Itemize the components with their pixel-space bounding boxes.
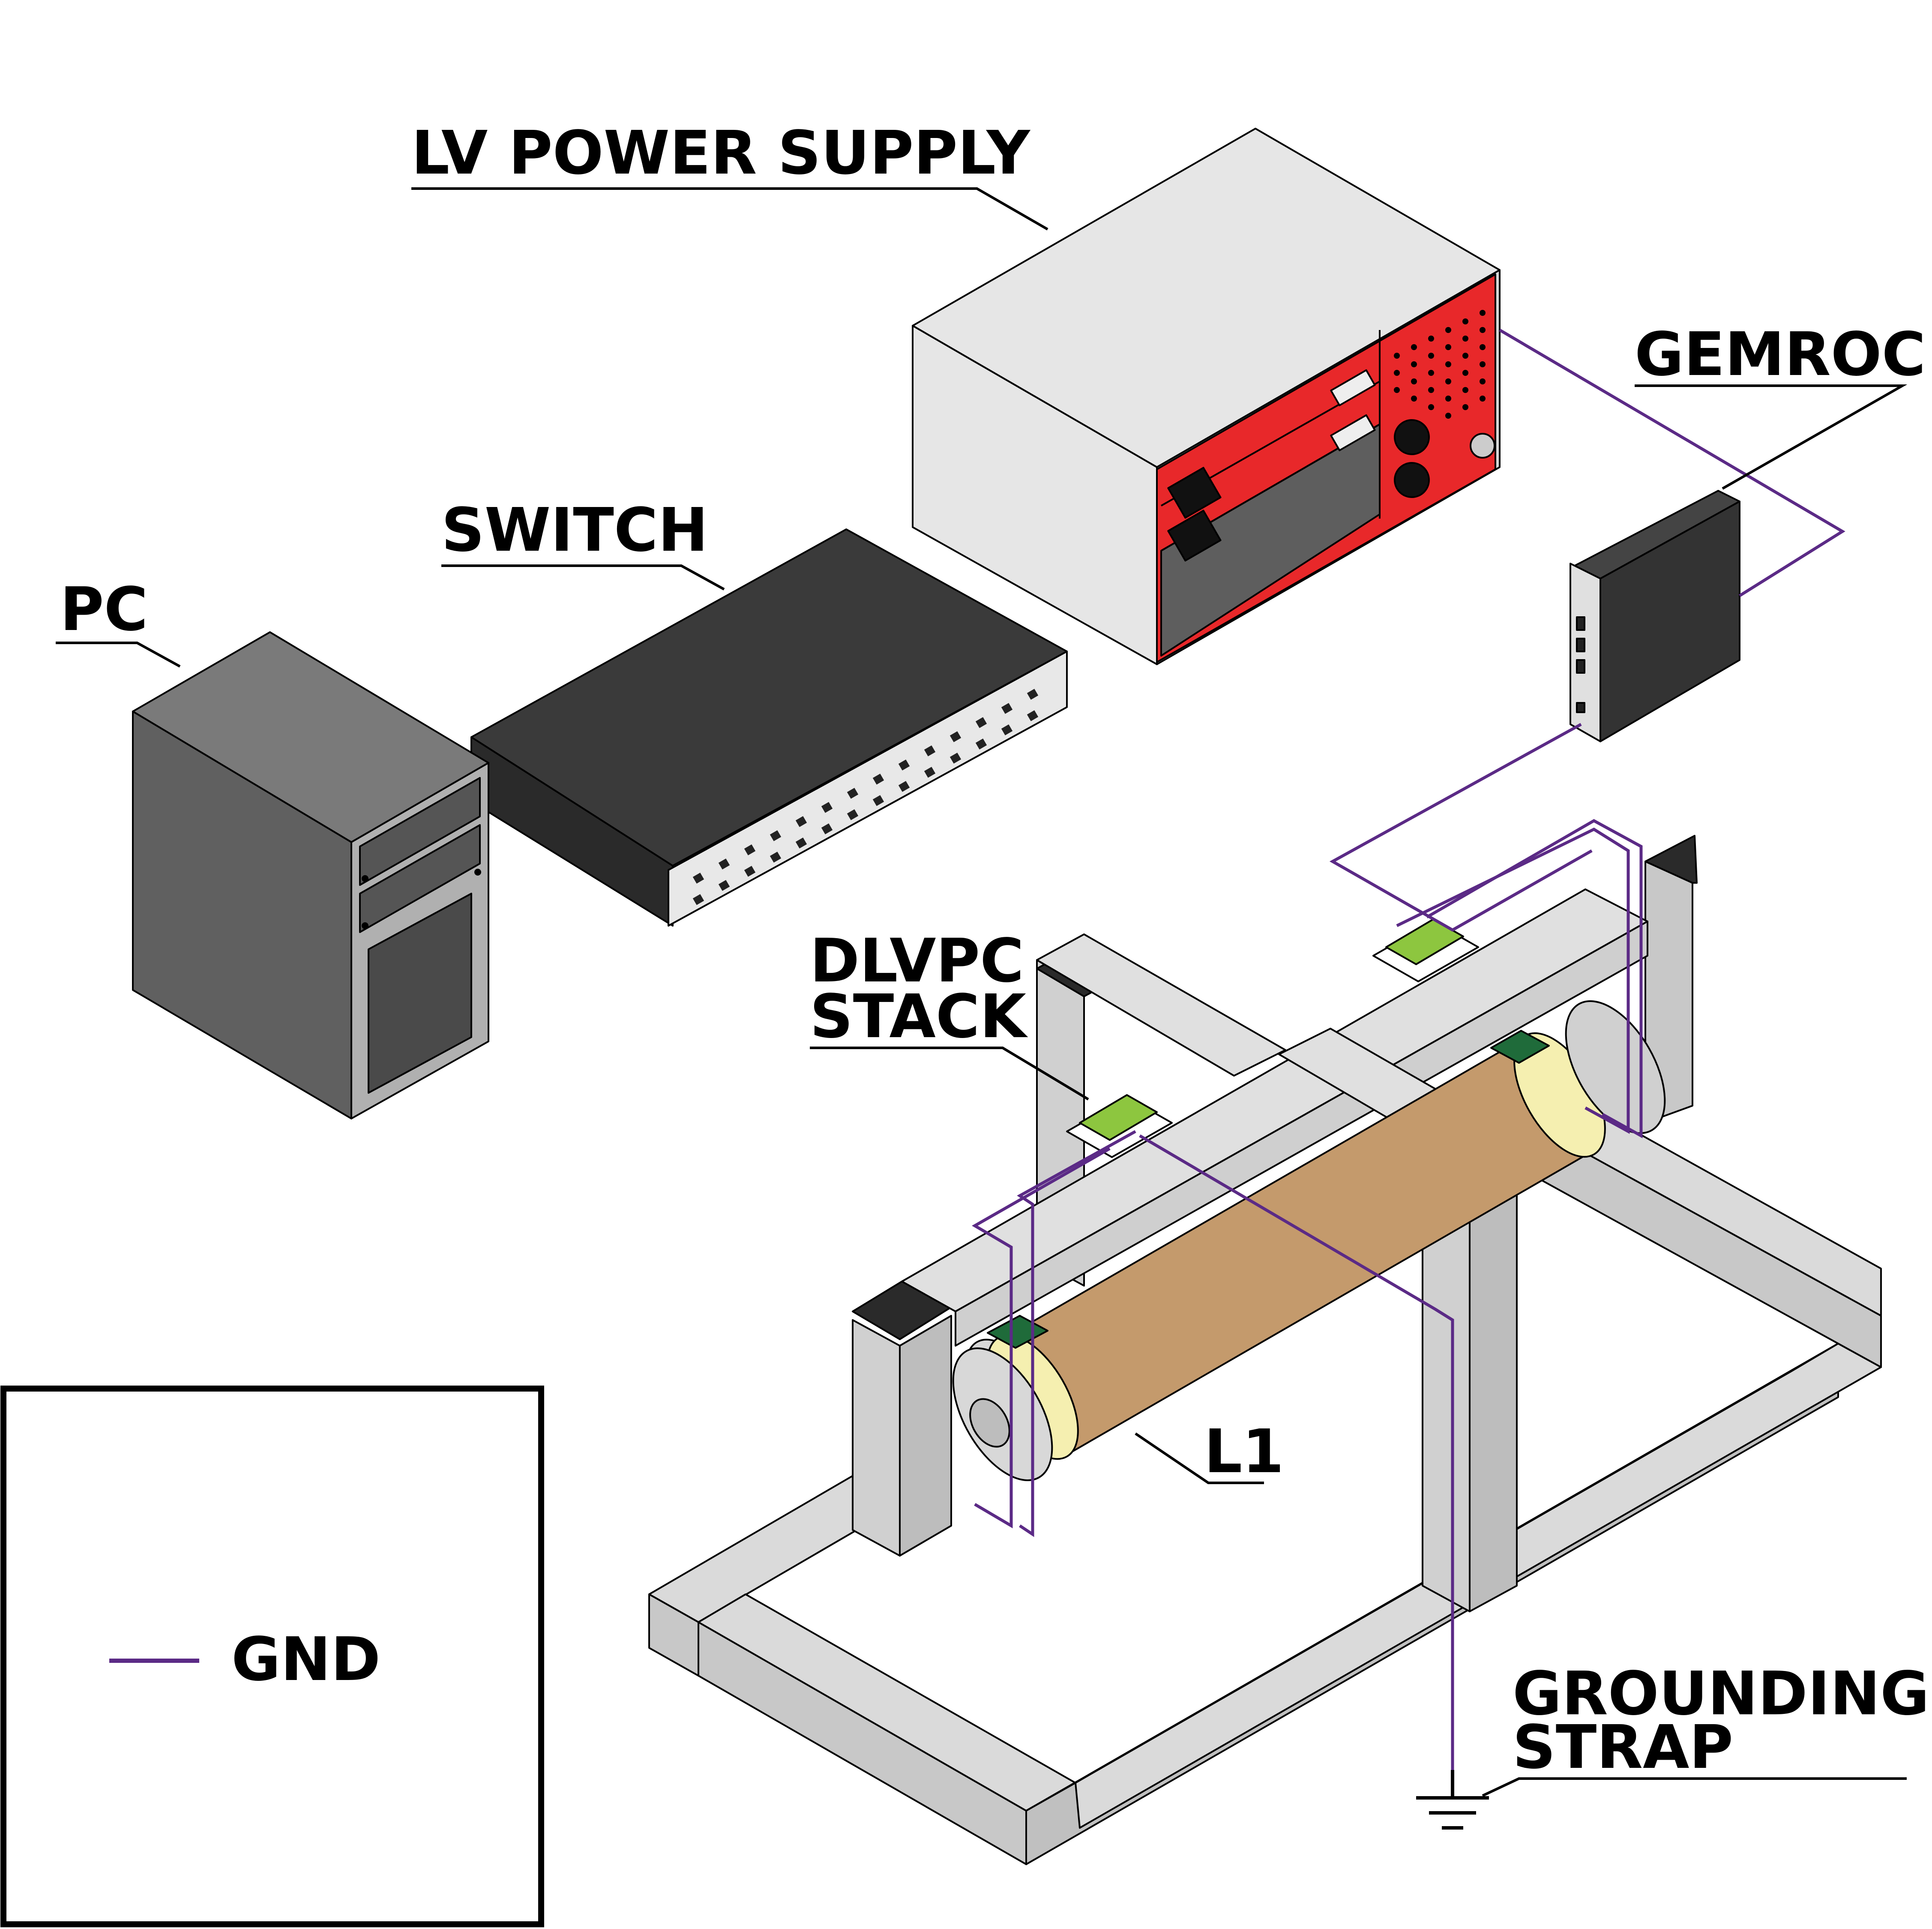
svg-text:GEMROC: GEMROC	[1635, 320, 1926, 390]
label-grounding-strap: GROUNDING STRAP	[1482, 1659, 1929, 1797]
connector-icon	[1330, 414, 1376, 451]
label-dlvpc-stack: DLVPC STACK	[810, 926, 1089, 1101]
plug-icon	[1167, 467, 1222, 519]
svg-text:LV POWER SUPPLY: LV POWER SUPPLY	[411, 118, 1030, 188]
port-icon	[1576, 638, 1585, 652]
svg-text:STRAP: STRAP	[1513, 1713, 1733, 1782]
dlvpc-board	[1079, 1094, 1158, 1141]
port-icon	[1576, 616, 1585, 631]
label-switch: SWITCH	[441, 495, 725, 591]
frontend-board	[1490, 1030, 1550, 1064]
pc-tower	[132, 631, 489, 1119]
svg-text:PC: PC	[60, 575, 148, 645]
knob-icon	[1394, 419, 1430, 455]
drive-bay	[359, 777, 481, 886]
network-switch	[470, 528, 1068, 927]
connector-icon	[1330, 369, 1376, 406]
switch-ports	[692, 689, 1039, 905]
lv-power-supply	[912, 128, 1501, 665]
svg-text:DLVPC: DLVPC	[810, 926, 1024, 996]
svg-text:SWITCH: SWITCH	[441, 495, 708, 565]
knob-icon	[1394, 462, 1430, 498]
dlvpc-boards	[1066, 918, 1479, 1158]
gemroc-device	[1570, 490, 1740, 742]
front-grille	[368, 893, 472, 1094]
drive-bay	[359, 824, 481, 933]
label-lv-power-supply: LV POWER SUPPLY	[411, 118, 1048, 231]
plug-icon	[1167, 510, 1222, 562]
legend-label-gnd: GND	[231, 1625, 380, 1695]
ground-symbol-icon	[1416, 1770, 1489, 1830]
gnd-wires	[972, 328, 1845, 1770]
label-gemroc: GEMROC	[1635, 320, 1926, 490]
knob-icon	[1470, 433, 1495, 459]
port-icon	[1576, 702, 1585, 713]
label-l1: L1	[1135, 1417, 1284, 1487]
vent-grid	[1394, 310, 1486, 419]
label-pc: PC	[56, 575, 181, 668]
svg-text:STACK: STACK	[810, 982, 1028, 1052]
port-icon	[1576, 659, 1585, 674]
dlvpc-board	[1385, 918, 1464, 965]
svg-text:GROUNDING: GROUNDING	[1513, 1659, 1929, 1729]
legend-box: GND	[0, 1386, 544, 1927]
svg-text:L1: L1	[1204, 1417, 1284, 1487]
